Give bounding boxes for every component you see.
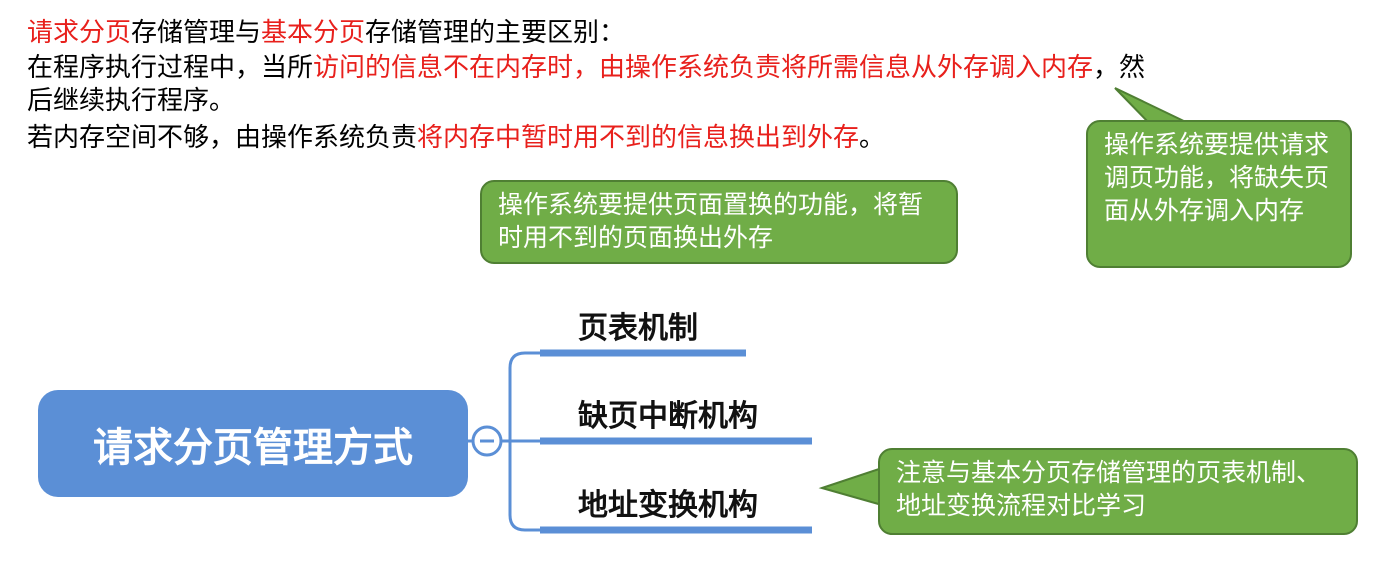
text: 若内存空间不够，由操作系统负责 [27,123,418,153]
callout-pointer [1114,87,1191,125]
callout-page-replacement: 操作系统要提供页面置换的功能，将暂时用不到的页面换出外存 [480,180,958,264]
callout-compare: 注意与基本分页存储管理的页表机制、地址变换流程对比学习 [878,448,1358,535]
mindmap-root[interactable]: 请求分页管理方式 [38,390,468,497]
body-line-3: 后继续执行程序。 [27,86,236,116]
body-line-4: 若内存空间不够，由操作系统负责将内存中暂时用不到的信息换出到外存。 [27,121,885,155]
heading-line: 请求分页存储管理与基本分页存储管理的主要区别： [27,16,625,50]
body-line-2: 在程序执行过程中，当所访问的信息不在内存时，由操作系统负责将所需信息从外存调入内… [27,51,1145,85]
callout-pointer [818,466,883,507]
term-demand-paging: 请求分页 [27,18,132,48]
branch-address-translation[interactable]: 地址变换机构 [578,488,758,523]
text: 存储管理与 [131,18,262,48]
highlight-text: 将内存中暂时用不到的信息换出到外存 [417,123,860,153]
text: 存储管理的主要区别： [365,18,626,48]
branch-lines [500,351,540,532]
text: 。 [859,123,886,153]
text: 在程序执行过程中，当所 [27,53,314,83]
text: ，然 [1093,53,1146,83]
branch-page-table[interactable]: 页表机制 [578,311,698,346]
callout-page-in: 操作系统要提供请求调页功能，将缺失页面从外存调入内存 [1086,120,1352,268]
highlight-text: 访问的信息不在内存时，由操作系统负责将所需信息从外存调入内存 [313,53,1094,83]
branch-page-fault[interactable]: 缺页中断机构 [578,399,758,434]
term-basic-paging: 基本分页 [261,18,366,48]
